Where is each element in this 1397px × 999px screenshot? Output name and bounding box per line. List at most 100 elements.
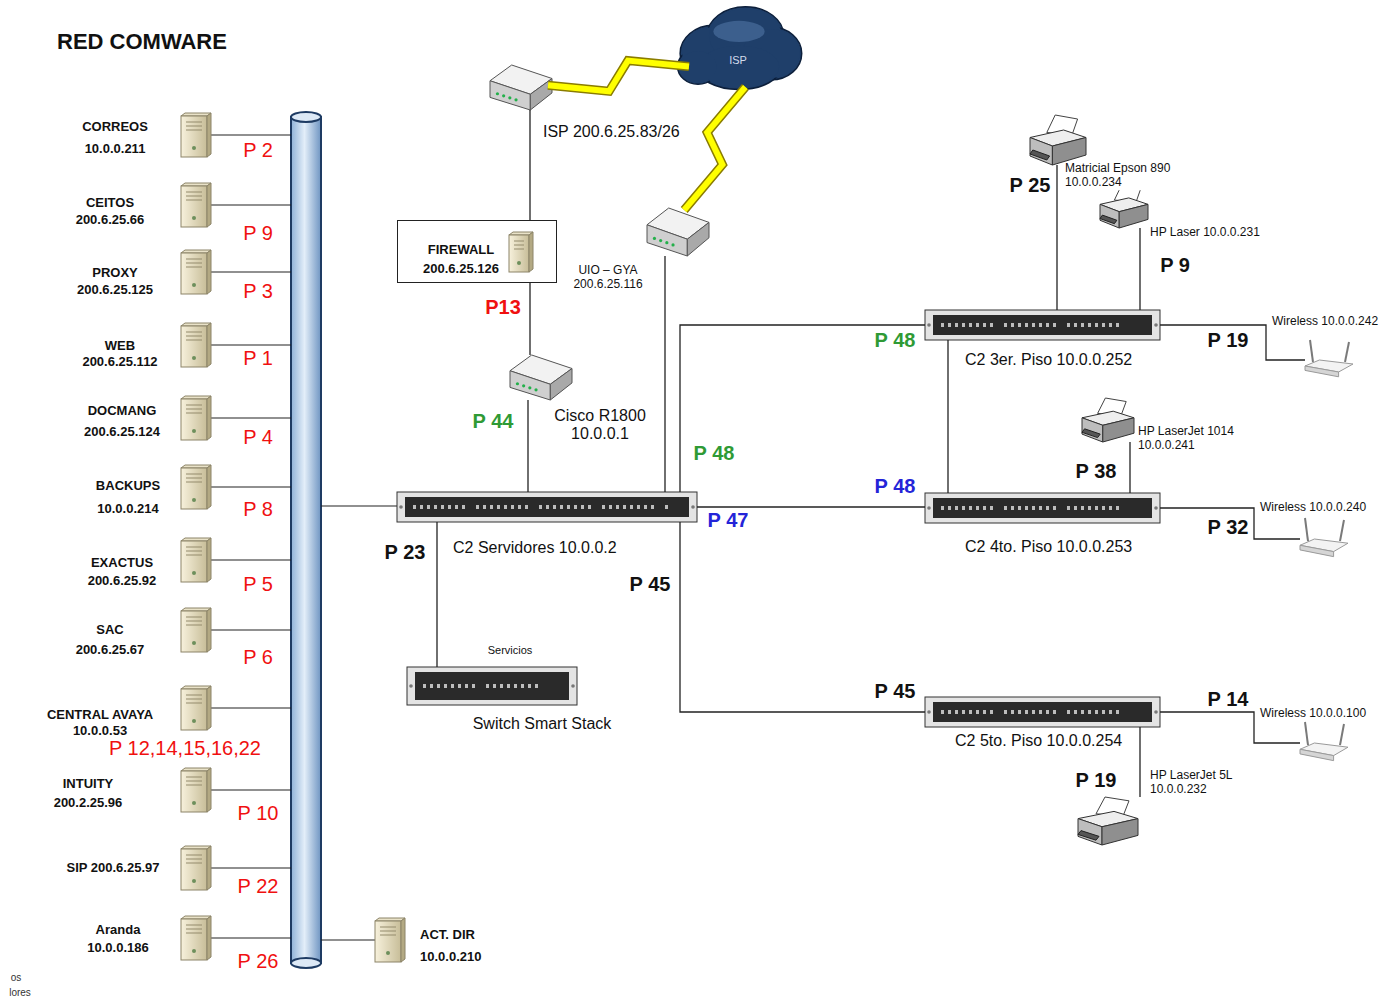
server-slot xyxy=(514,245,524,246)
switch-port xyxy=(962,506,965,510)
server-slot xyxy=(186,933,202,934)
server-slot xyxy=(186,474,202,475)
server-slot xyxy=(186,409,202,410)
server-side xyxy=(207,538,211,582)
port-number: P 9 xyxy=(241,222,275,244)
switch-node: C2 Servidores 10.0.0.2 xyxy=(397,492,697,522)
server-side xyxy=(207,768,211,812)
printer-icon xyxy=(1030,115,1086,165)
ap-front xyxy=(1300,545,1334,556)
printer-front xyxy=(1030,138,1052,166)
antenna xyxy=(1340,724,1344,745)
switch-screw xyxy=(927,710,931,714)
server-body xyxy=(181,326,207,367)
server-led xyxy=(192,429,196,433)
switch-port xyxy=(462,505,465,509)
port-number: P 48 xyxy=(873,329,918,351)
bus-drop xyxy=(211,707,291,708)
fw-node: FIREWALL200.6.25.126 xyxy=(397,220,557,283)
server-icon xyxy=(181,846,211,890)
bus-drop xyxy=(211,134,291,135)
router-led xyxy=(671,243,674,246)
switch-icon xyxy=(925,697,1160,727)
server-node: CEITOS200.6.25.66 xyxy=(181,183,211,227)
node-name: C2 5to. Piso 10.0.0.254 xyxy=(955,732,1122,750)
switch-port xyxy=(976,323,979,327)
bus-drop xyxy=(211,344,291,345)
switch-port xyxy=(500,684,503,688)
server-node: EXACTUS200.6.25.92 xyxy=(181,538,211,582)
switch-port xyxy=(955,323,958,327)
server-node: DOCMANG200.6.25.124 xyxy=(181,396,211,440)
switch-port xyxy=(595,505,598,509)
switch-port xyxy=(997,710,1000,714)
switch-port xyxy=(1081,710,1084,714)
node-name: Wireless 10.0.0.240 xyxy=(1260,501,1366,515)
switch-port xyxy=(518,505,521,509)
server-node: BACKUPS10.0.0.214 xyxy=(181,465,211,509)
server-side xyxy=(207,846,211,890)
switch-panel xyxy=(933,498,1152,518)
router-node: ISP 200.6.25.83/26 xyxy=(490,65,552,110)
router-side xyxy=(550,369,572,401)
switch-port xyxy=(413,505,416,509)
cloud-highlight xyxy=(713,21,764,42)
server-led xyxy=(192,949,196,953)
server-slot xyxy=(186,340,202,341)
bus-top xyxy=(291,112,321,122)
switch-port xyxy=(1067,323,1070,327)
switch-port xyxy=(1053,710,1056,714)
port-number: P 23 xyxy=(383,541,428,563)
server-slot xyxy=(186,699,202,700)
printer-icon xyxy=(1078,797,1138,845)
node-name: BACKUPS xyxy=(96,479,160,494)
port-number: P 45 xyxy=(873,680,918,702)
server-body xyxy=(181,849,207,890)
network-cable xyxy=(529,110,530,220)
router-led xyxy=(528,386,531,389)
switch-port xyxy=(1011,506,1014,510)
bus-drop xyxy=(211,559,291,560)
port-number: P 22 xyxy=(236,875,281,897)
switch-port xyxy=(602,505,605,509)
router-led xyxy=(534,388,537,391)
server-slot xyxy=(186,925,202,926)
switch-port xyxy=(637,505,640,509)
switch-port xyxy=(486,684,489,688)
switch-port xyxy=(514,684,517,688)
node-address: 200.6.25.125 xyxy=(77,283,153,298)
printer-icon xyxy=(1082,398,1134,442)
switch-port xyxy=(1025,323,1028,327)
switch-port xyxy=(1088,710,1091,714)
server-slot xyxy=(186,130,202,131)
server-icon xyxy=(181,396,211,440)
port-number: P 8 xyxy=(241,498,275,520)
printer-side xyxy=(1103,418,1134,442)
node-address: 200.6.25.124 xyxy=(84,425,160,440)
bus-bottom xyxy=(291,958,321,968)
bus-uplink xyxy=(321,505,397,506)
printer-front xyxy=(1100,204,1119,228)
switch-port xyxy=(444,684,447,688)
server-slot xyxy=(186,259,202,260)
server-icon xyxy=(181,608,211,652)
switch-port xyxy=(1039,710,1042,714)
printer-front xyxy=(1082,418,1103,442)
access-point-icon xyxy=(1300,518,1348,557)
switch-port xyxy=(609,505,612,509)
port-number: P 6 xyxy=(241,646,275,668)
server-body xyxy=(181,253,207,294)
network-cable xyxy=(1139,228,1140,310)
node-address: 200.6.25.66 xyxy=(76,213,145,228)
switch-port xyxy=(1025,506,1028,510)
switch-port xyxy=(976,506,979,510)
switch-port xyxy=(1060,506,1063,510)
switch-screw xyxy=(1154,710,1158,714)
server-slot xyxy=(186,777,202,778)
bus-drop xyxy=(211,271,291,272)
switch-port xyxy=(990,710,993,714)
switch-port xyxy=(990,323,993,327)
server-slot xyxy=(186,551,202,552)
switch-panel xyxy=(415,672,569,700)
